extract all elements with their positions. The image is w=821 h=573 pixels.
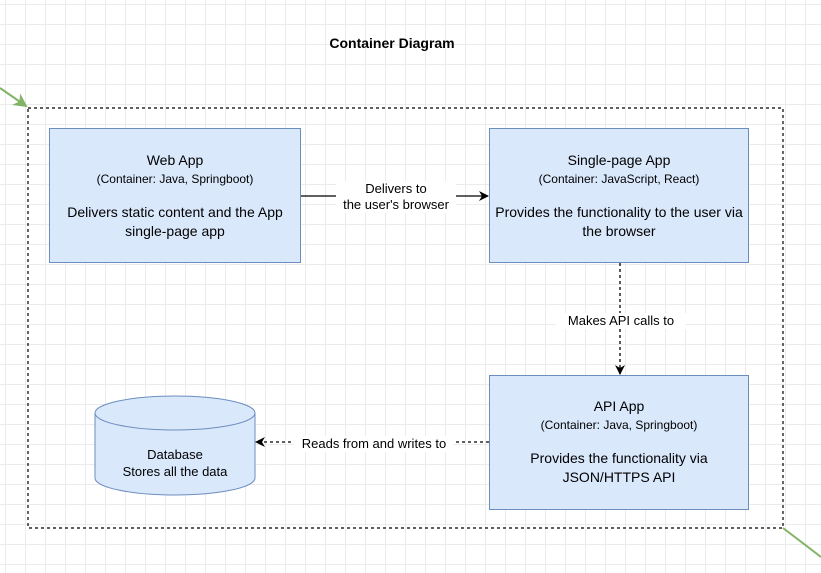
edge-label-line: the user's browser xyxy=(343,197,449,212)
container-name: Single-page App xyxy=(567,152,671,168)
container-single-page-app[interactable]: Single-page App (Container: JavaScript, … xyxy=(489,128,749,263)
container-name: API App xyxy=(593,398,645,414)
edge-label-api-calls: Makes API calls to xyxy=(556,313,686,329)
container-technology: (Container: Java, Springboot) xyxy=(96,172,254,186)
database-cylinder[interactable] xyxy=(94,395,256,496)
edge-label-line: Delivers to xyxy=(365,181,427,196)
container-technology: (Container: JavaScript, React) xyxy=(538,172,700,186)
container-api-app[interactable]: API App (Container: Java, Springboot) Pr… xyxy=(489,375,749,510)
edge-label-delivers: Delivers to the user's browser xyxy=(336,181,456,213)
database-label: Database Stores all the data xyxy=(95,446,255,480)
corner-arrow-top-left xyxy=(0,87,28,108)
container-technology: (Container: Java, Springboot) xyxy=(540,418,698,432)
container-web-app[interactable]: Web App (Container: Java, Springboot) De… xyxy=(49,128,301,263)
diagram-title: Container Diagram xyxy=(329,35,455,51)
container-name: Web App xyxy=(146,152,204,168)
database-name: Database xyxy=(147,447,203,462)
container-description: Provides the functionality to the user v… xyxy=(495,204,743,239)
corner-line-bottom-right xyxy=(782,527,821,558)
database-description: Stores all the data xyxy=(122,464,228,479)
container-description: Provides the functionality via JSON/HTTP… xyxy=(530,450,708,485)
container-description: Delivers static content and the App sing… xyxy=(67,204,283,239)
edge-label-reads-writes: Reads from and writes to xyxy=(294,436,454,452)
